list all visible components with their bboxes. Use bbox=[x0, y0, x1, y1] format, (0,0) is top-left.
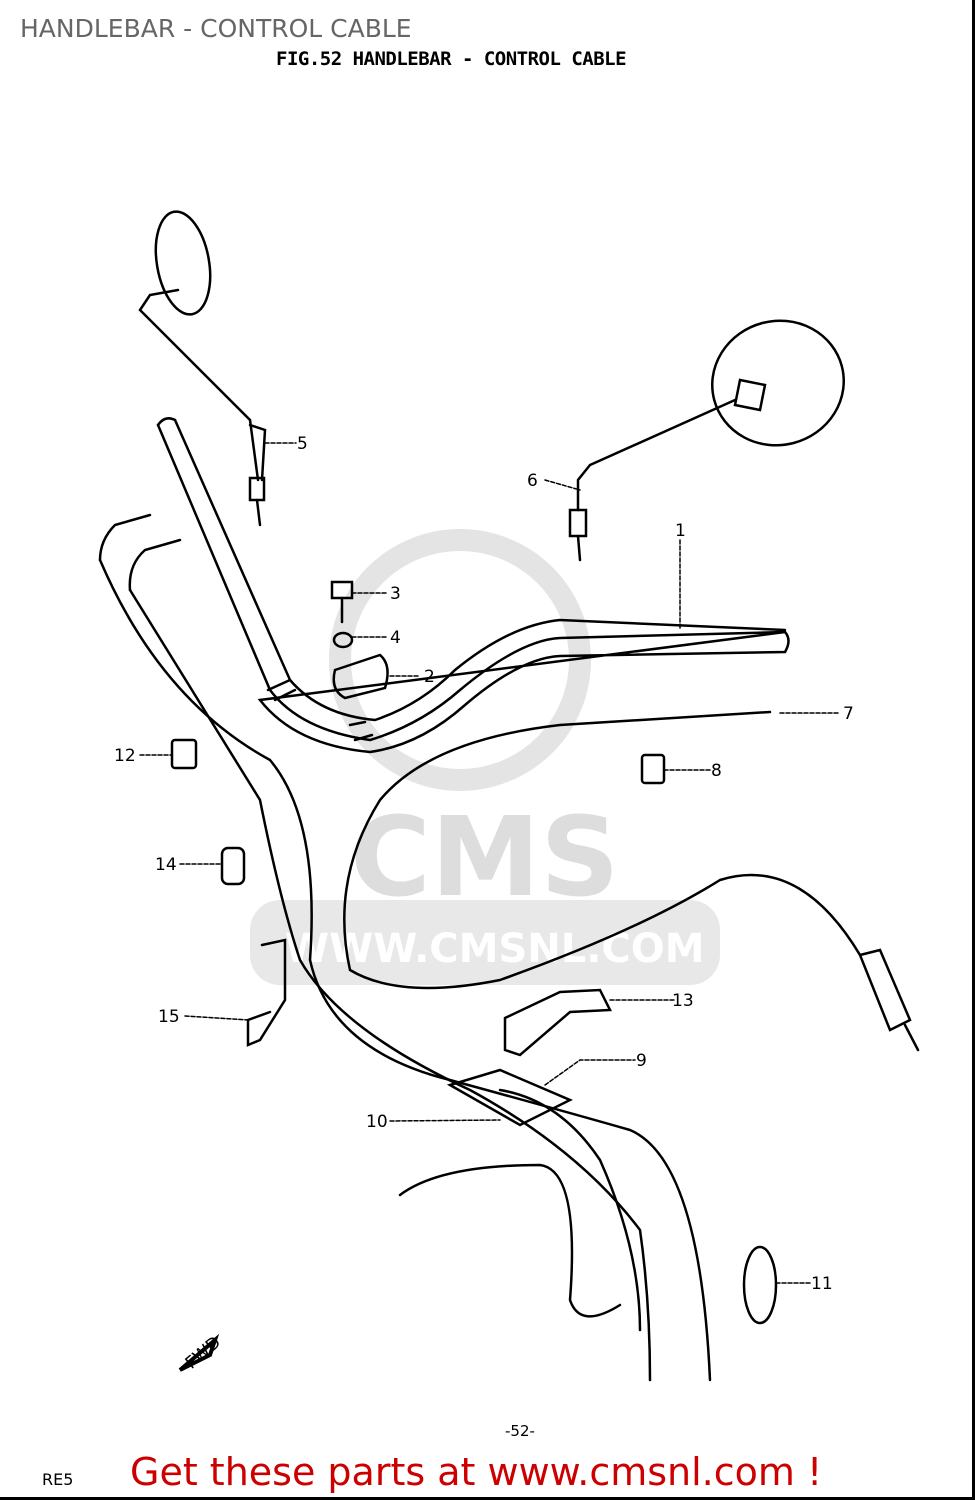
callout-4: 4 bbox=[390, 628, 401, 648]
control-cables bbox=[98, 513, 920, 1382]
callout-1: 1 bbox=[675, 521, 686, 541]
buy-parts-link[interactable]: Get these parts at www.cmsnl.com ! bbox=[130, 1450, 823, 1494]
right-mirror bbox=[568, 319, 845, 562]
figure-title: FIG.52 HANDLEBAR - CONTROL CABLE bbox=[276, 48, 627, 70]
callout-2: 2 bbox=[424, 667, 435, 687]
page-number: -52- bbox=[505, 1422, 535, 1440]
fwd-arrow-label: FWD bbox=[182, 1333, 225, 1374]
cms-watermark: CMS WWW.CMSNL.COM bbox=[250, 529, 720, 985]
watermark-logo: CMS bbox=[350, 793, 619, 921]
callout-9: 9 bbox=[636, 1051, 647, 1071]
callout-3: 3 bbox=[390, 584, 401, 604]
callout-14: 14 bbox=[155, 855, 177, 875]
callout-8: 8 bbox=[711, 761, 722, 781]
callout-7: 7 bbox=[843, 704, 854, 724]
callout-5: 5 bbox=[297, 434, 308, 454]
reference-code: RE5 bbox=[42, 1470, 74, 1489]
callout-15: 15 bbox=[158, 1007, 180, 1027]
watermark-url: WWW.CMSNL.COM bbox=[285, 926, 705, 972]
callout-12: 12 bbox=[114, 746, 136, 766]
handlebar-clamp bbox=[330, 580, 389, 700]
callout-leaders bbox=[139, 442, 841, 1284]
page-title: HANDLEBAR - CONTROL CABLE bbox=[20, 14, 412, 43]
callout-13: 13 bbox=[672, 991, 694, 1011]
callout-10: 10 bbox=[366, 1112, 388, 1132]
left-mirror bbox=[138, 210, 267, 527]
handlebar bbox=[156, 417, 790, 754]
callout-11: 11 bbox=[811, 1274, 833, 1294]
callout-6: 6 bbox=[527, 471, 538, 491]
